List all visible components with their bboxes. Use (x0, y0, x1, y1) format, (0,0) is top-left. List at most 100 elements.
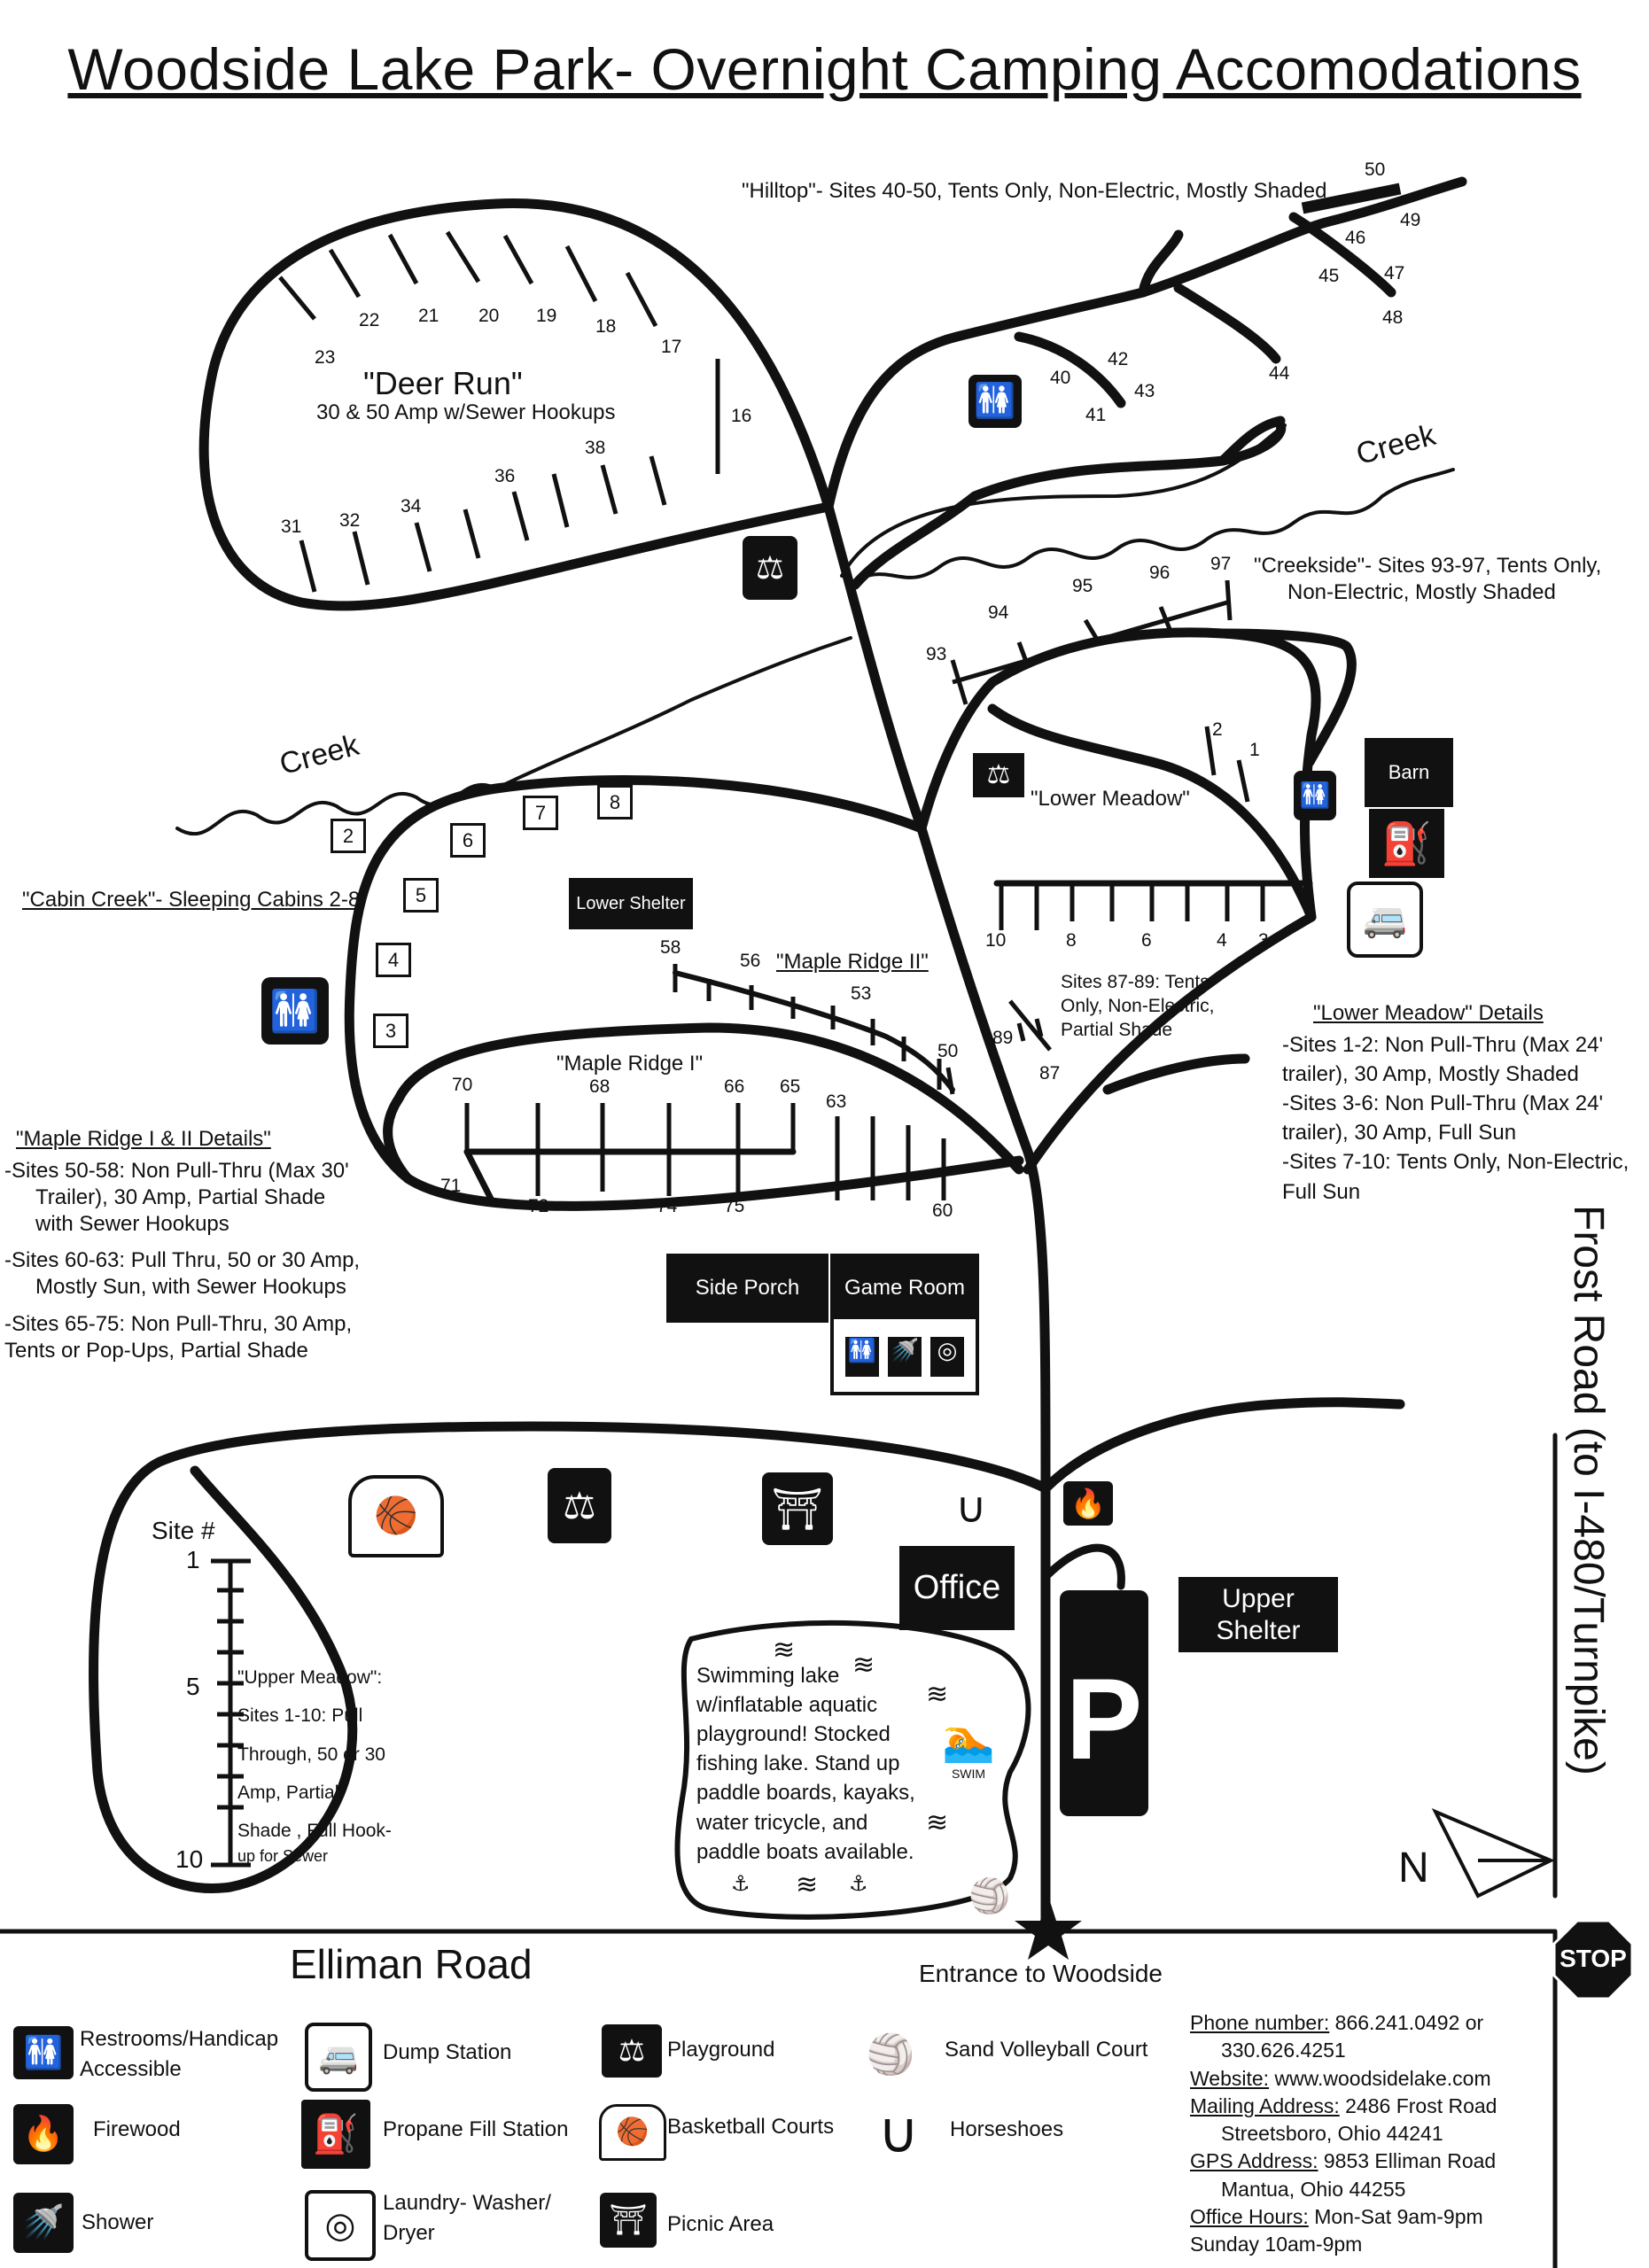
maple-ridge-loop (383, 1022, 1024, 1184)
site-number: 50 (937, 1041, 959, 1061)
phone-number[interactable]: 866.241.0492 or (1334, 2011, 1484, 2034)
site-number: 70 (452, 1075, 473, 1095)
site-number: 96 (1149, 563, 1171, 583)
site-number: 58 (660, 937, 681, 958)
mailing-address: 2486 Frost Road (1345, 2093, 1497, 2117)
site-number: 8 (1066, 930, 1077, 951)
office-hours-2: Sunday 10am-9pm (1190, 2233, 1363, 2256)
cabin-creek-label: "Cabin Creek"- Sleeping Cabins 2-8 (22, 888, 361, 912)
legend-picnic: Picnic Area (667, 2212, 774, 2236)
mailing-label: Mailing Address: (1190, 2093, 1340, 2117)
site-number: 94 (988, 602, 1009, 623)
restroom-icon: 🚻 (261, 977, 329, 1045)
wave-icon: ≋ (926, 1808, 949, 1837)
office-hours: Mon-Sat 9am-9pm (1314, 2204, 1483, 2228)
site-number: 10 (985, 930, 1007, 951)
basketball-icon: 🏀 (599, 2104, 666, 2161)
cabin-4: 4 (376, 943, 411, 977)
legend-volleyball: Sand Volleyball Court (945, 2038, 1148, 2062)
site-number: 23 (315, 347, 336, 368)
deer-run-loop (198, 198, 834, 611)
elliman-road-label: Elliman Road (290, 1941, 533, 1987)
volleyball-icon: 🏐 (866, 2033, 915, 2077)
site-number: 16 (731, 406, 752, 426)
site-number: 41 (1085, 405, 1107, 425)
mailing-address-2: Streetsboro, Ohio 44241 (1221, 2122, 1443, 2146)
propane-icon: ⛽ (301, 2100, 370, 2169)
site-number: 56 (740, 951, 761, 971)
site-number: 18 (595, 316, 617, 337)
lower-shelter: Lower Shelter (569, 878, 693, 929)
creekside-label-2: Non-Electric, Mostly Shaded (1287, 580, 1556, 604)
legend-restroom: Restrooms/Handicap Accessible (80, 2027, 279, 2081)
lower-meadow-details: -Sites 1-2: Non Pull-Thru (Max 24'traile… (1282, 1033, 1630, 1204)
site-number: 74 (657, 1196, 678, 1216)
site-number: 47 (1384, 263, 1405, 284)
site-number: 38 (585, 438, 606, 458)
laundry-icon: ◎ (930, 1337, 964, 1377)
site-number: 68 (589, 1076, 611, 1097)
site-number: 71 (440, 1176, 462, 1196)
game-room: Game Room 🚻 🚿 ◎ (830, 1254, 979, 1395)
site-number: 19 (536, 306, 557, 326)
site-number: 50 (1365, 159, 1386, 180)
site-number: 1 (186, 1546, 200, 1573)
playground-icon: ⚖ (602, 2024, 662, 2078)
site-number: 2 (1212, 719, 1223, 740)
lower-meadow-details-title: "Lower Meadow" Details (1313, 1001, 1544, 1025)
phone-number-2[interactable]: 330.626.4251 (1221, 2039, 1346, 2062)
swimming-lake-outline (674, 1619, 1031, 1920)
legend-horseshoe: Horseshoes (950, 2117, 1064, 2141)
site-number: 4 (1217, 930, 1227, 951)
site-number: 17 (661, 337, 682, 357)
site-number: 32 (339, 510, 361, 531)
north-label: N (1398, 1845, 1429, 1891)
horseshoe-icon: ∪ (955, 1485, 987, 1532)
site-number: 97 (1210, 554, 1232, 574)
gps-label: GPS Address: (1190, 2149, 1318, 2173)
wave-icon: ≋ (852, 1651, 875, 1680)
office[interactable]: Office (899, 1546, 1015, 1630)
cabin-5: 5 (403, 878, 439, 913)
maple-ridge-2-label: "Maple Ridge II" (776, 950, 929, 974)
upper-shelter: Upper Shelter (1178, 1577, 1338, 1652)
cabin-6: 6 (450, 823, 486, 858)
legend-dump: Dump Station (383, 2040, 512, 2064)
legend-laundry: Laundry- Washer/ Dryer (383, 2191, 551, 2245)
restroom-icon: 🚻 (968, 375, 1022, 428)
cabin-creek-loop (344, 774, 1024, 1211)
barn: Barn (1365, 738, 1453, 807)
site-number: 3 (1258, 930, 1269, 951)
shower-icon: 🚿 (13, 2193, 74, 2253)
site-number: 53 (851, 983, 872, 1004)
website-link[interactable]: www.woodsidelake.com (1274, 2066, 1491, 2090)
legend-propane: Propane Fill Station (383, 2117, 569, 2141)
site-number: 5 (186, 1673, 200, 1700)
site-number: 36 (494, 466, 516, 486)
site-number: 87 (1039, 1063, 1061, 1084)
dump-station-icon: 🚐 (1347, 882, 1423, 958)
site-number: 6 (1141, 930, 1152, 951)
site-number: 49 (1400, 210, 1421, 230)
side-porch: Side Porch (666, 1254, 828, 1323)
maple-details: -Sites 50-58: Non Pull-Thru (Max 30' Tra… (4, 1159, 361, 1363)
legend-playground: Playground (667, 2038, 775, 2062)
maple-ridge-1-label: "Maple Ridge I" (556, 1052, 704, 1076)
site-number: 10 (175, 1845, 204, 1873)
game-room-label: Game Room (834, 1257, 976, 1319)
hilltop-label: "Hilltop"- Sites 40-50, Tents Only, Non-… (742, 179, 1327, 203)
site-number: 65 (780, 1076, 801, 1097)
site-number: 42 (1108, 349, 1129, 369)
swim-icon: 🏊SWIM (942, 1717, 995, 1781)
site-number: 22 (359, 310, 380, 330)
wave-icon: ≋ (773, 1635, 796, 1665)
site-number: 89 (992, 1028, 1014, 1048)
restroom-icon: 🚻 (1294, 771, 1336, 820)
site-number: 93 (926, 644, 947, 664)
site-number: 46 (1345, 228, 1366, 248)
site-number: 60 (932, 1200, 953, 1221)
legend-basketball: Basketball Courts (667, 2115, 835, 2139)
firewood-icon: 🔥 (1063, 1481, 1113, 1526)
